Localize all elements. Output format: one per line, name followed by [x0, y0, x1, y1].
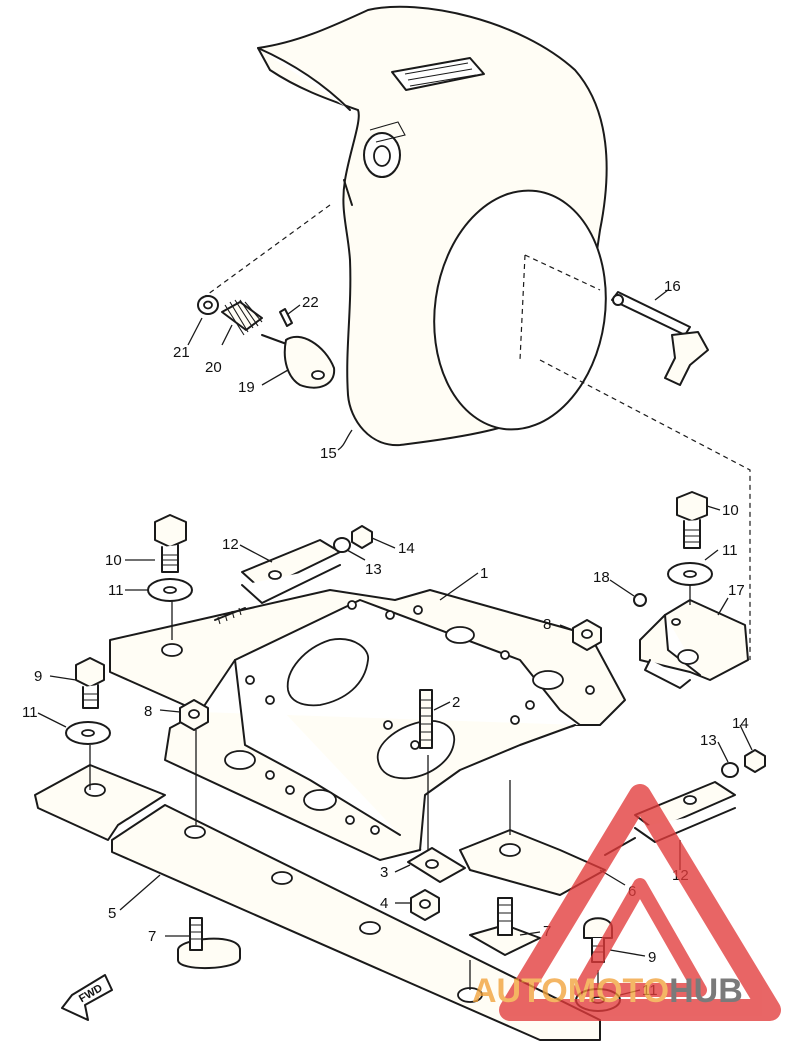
- callout-11-c: 11: [22, 704, 38, 721]
- callout-7-left: 7: [148, 928, 156, 945]
- callout-21: 21: [173, 344, 190, 361]
- callout-18: 18: [593, 569, 610, 586]
- callout-14-upper: 14: [398, 540, 415, 557]
- callout-9-left: 9: [34, 668, 42, 685]
- callout-leaders: [37, 289, 753, 996]
- rail-part-5: [34, 764, 601, 1041]
- watermark-text-moto: MOTO: [568, 972, 669, 1010]
- callout-19: 19: [238, 379, 255, 396]
- callout-1: 1: [480, 565, 488, 582]
- watermark-logo: AUTOMOTOHUB: [472, 784, 781, 1021]
- callout-3: 3: [380, 864, 388, 881]
- callout-12-upper: 12: [222, 536, 239, 553]
- bolt-part-9-left: [75, 657, 105, 709]
- callout-5: 5: [108, 905, 116, 922]
- callout-16: 16: [664, 278, 681, 295]
- shroud-pivot-boss: [363, 121, 406, 178]
- callout-14-lower: 14: [732, 715, 749, 732]
- nut-part-14-upper: [351, 525, 373, 549]
- nut-part-8-left: [179, 699, 209, 731]
- washer-part-11-a: [147, 578, 193, 602]
- shutter-lever-part-16: [611, 291, 709, 386]
- stud-part-2: [419, 689, 433, 749]
- nut-part-13-upper: [333, 537, 351, 553]
- callout-9-right: 9: [648, 949, 656, 966]
- shroud-label-plate: [391, 57, 485, 91]
- stud-part-7-left: [177, 917, 241, 969]
- svg-text:AUTOMOTOHUB: AUTOMOTOHUB: [472, 972, 743, 1010]
- callout-10-right: 10: [722, 502, 739, 519]
- watermark-triangle-inner: [573, 878, 707, 997]
- strap-part-12-upper: [214, 539, 341, 625]
- callout-2: 2: [452, 694, 460, 711]
- callout-11-a: 11: [108, 582, 124, 599]
- watermark-text-hub: HUB: [669, 972, 743, 1010]
- clip-part-18: [633, 593, 647, 607]
- watermark-text-auto: AUTO: [472, 972, 568, 1010]
- plate-part-3: [407, 847, 466, 883]
- callout-13-lower: 13: [700, 732, 717, 749]
- callout-22: 22: [302, 294, 319, 311]
- callout-20: 20: [205, 359, 222, 376]
- callout-17: 17: [728, 582, 745, 599]
- nut-part-13-lower: [721, 762, 739, 778]
- washer-part-11-c: [65, 721, 111, 745]
- callout-15: 15: [320, 445, 337, 462]
- spring-part-20: [221, 299, 263, 336]
- bolt-part-10-left: [154, 514, 187, 573]
- fan-shroud-part-15: [257, 5, 608, 447]
- callout-8-left: 8: [144, 703, 152, 720]
- watermark-triangle-outer: [499, 784, 781, 1021]
- pin-part-22: [279, 308, 293, 327]
- knob-washer-part-21: [197, 295, 219, 315]
- callout-11-b: 11: [722, 542, 738, 559]
- bracket-part-17: [639, 599, 749, 689]
- callout-13-upper: 13: [365, 561, 382, 578]
- washer-part-11-b: [667, 562, 713, 586]
- nut-part-4: [410, 889, 440, 921]
- nut-part-8-right: [572, 619, 602, 651]
- callout-10-left: 10: [105, 552, 122, 569]
- callout-4: 4: [380, 895, 388, 912]
- callout-8-right: 8: [543, 616, 551, 633]
- nut-part-14-lower: [744, 749, 766, 773]
- base-plate-part-1: [109, 589, 626, 861]
- forward-direction-badge: FWD: [61, 974, 113, 1021]
- bolt-part-10-right: [676, 491, 708, 549]
- knob-part-19: [261, 334, 336, 389]
- stud-part-7-right: [469, 897, 541, 956]
